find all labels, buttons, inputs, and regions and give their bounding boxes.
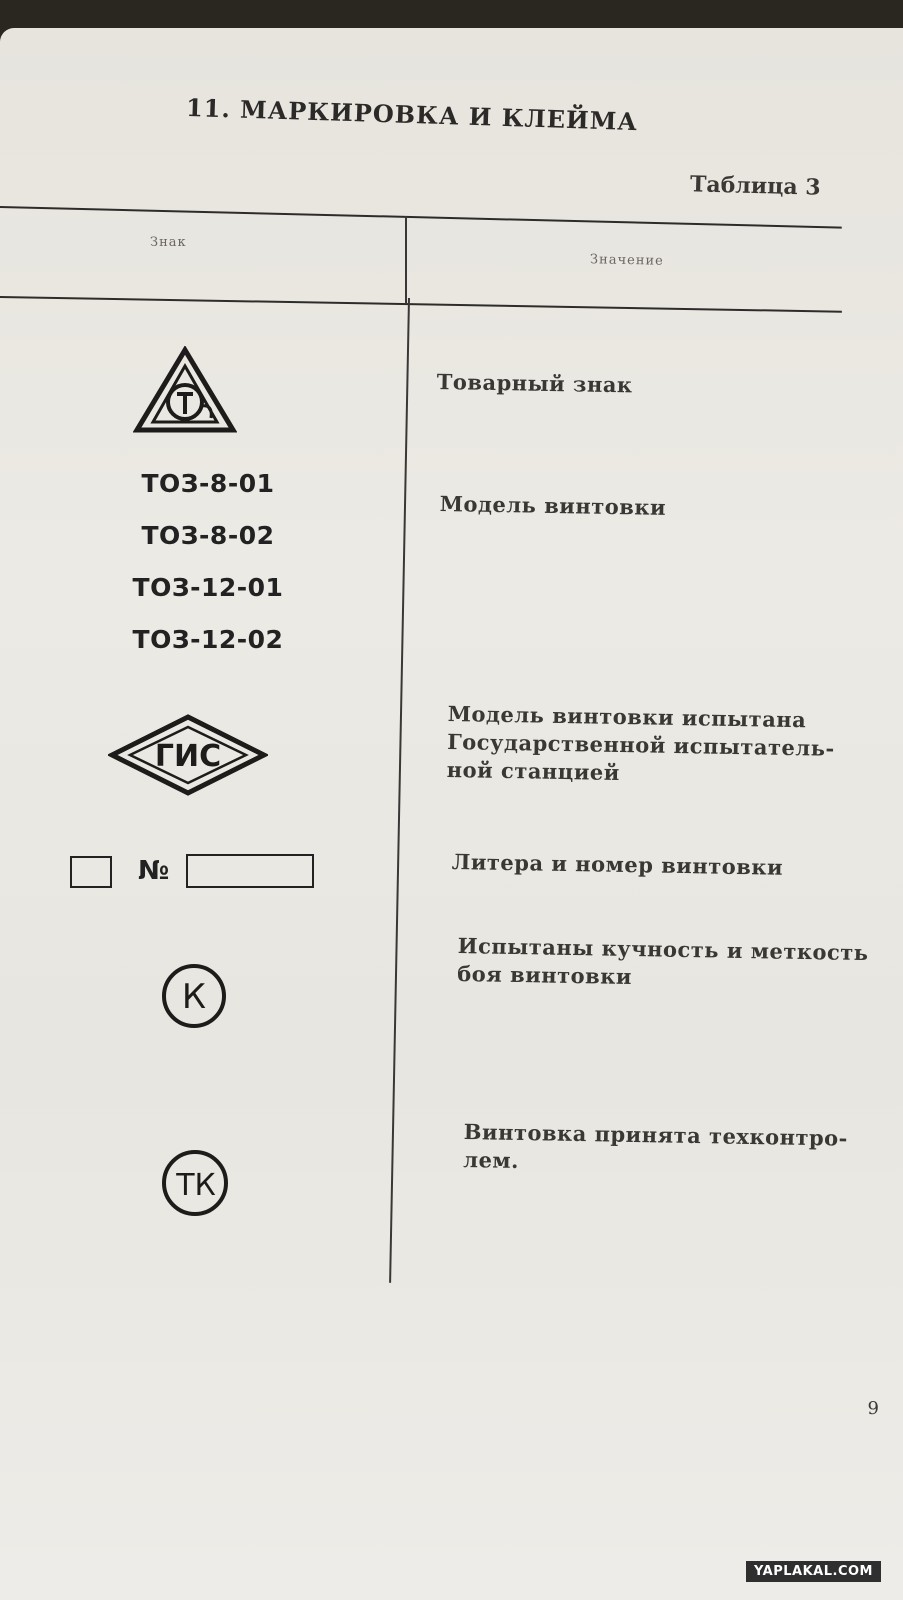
section-title: 11. МАРКИРОВКА И КЛЕЙМА xyxy=(185,92,639,137)
tk-circle-icon: ТК xyxy=(162,1150,228,1216)
meaning-trademark: Товарный знак xyxy=(436,368,633,398)
column-header-meaning: Значение xyxy=(589,252,664,269)
meaning-litera-number: Литера и номер винтовки xyxy=(451,848,784,880)
model-item: ТОЗ-12-02 xyxy=(132,625,284,654)
table-top-rule xyxy=(0,206,842,229)
meaning-accuracy: Испытаны кучность и меткость боя винтовк… xyxy=(457,932,869,990)
meaning-gis: Модель винтовки испытана Государственной… xyxy=(446,700,835,786)
svg-text:ТК: ТК xyxy=(175,1168,216,1203)
model-item: ТОЗ-12-01 xyxy=(132,573,284,602)
column-header-sign: Знак xyxy=(150,235,187,250)
gis-diamond-icon: ГИС xyxy=(108,714,268,796)
model-list: ТОЗ-8-01 ТОЗ-8-02 ТОЗ-12-01 ТОЗ-12-02 xyxy=(118,458,298,666)
page-number: 9 xyxy=(867,1398,879,1419)
site-watermark: YAPLAKAL.COM xyxy=(746,1561,881,1582)
meaning-model: Модель винтовки xyxy=(439,490,667,520)
trademark-triangle-icon xyxy=(133,346,237,433)
meaning-techcontrol: Винтовка принята техконтро- лем. xyxy=(463,1118,849,1173)
litera-box xyxy=(70,856,112,888)
table-label: Таблица 3 xyxy=(690,171,822,201)
number-symbol: № xyxy=(138,856,170,886)
model-item: ТОЗ-8-01 xyxy=(141,469,275,498)
number-box xyxy=(186,854,314,888)
table-header-rule xyxy=(0,296,842,313)
svg-text:ГИС: ГИС xyxy=(155,739,221,774)
litera-number-sign: № xyxy=(70,854,330,894)
k-circle-icon: К xyxy=(162,964,226,1028)
table-header-divider xyxy=(405,216,407,304)
table-column-divider xyxy=(389,297,410,1283)
document-page: 11. МАРКИРОВКА И КЛЕЙМА Таблица 3 Знак З… xyxy=(0,28,903,1600)
svg-text:К: К xyxy=(182,977,206,1017)
model-item: ТОЗ-8-02 xyxy=(141,521,275,550)
